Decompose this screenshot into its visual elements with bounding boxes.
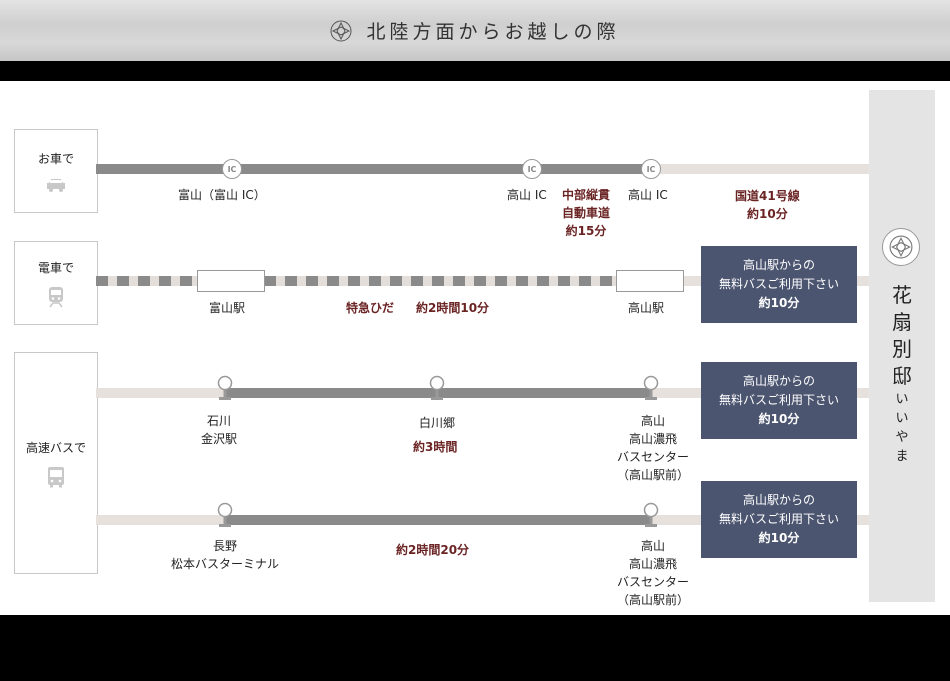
takayama-ic-label: 高山 IC	[507, 188, 547, 202]
station-marker-icon	[197, 270, 265, 292]
page-title: 北陸方面からお越しの際	[366, 21, 620, 43]
category-train-label: 電車で	[37, 260, 74, 275]
connector-line	[857, 388, 869, 398]
header-banner: 北陸方面からお越しの際	[0, 0, 950, 61]
bus1-origin-label: 石川 金沢駅	[201, 414, 238, 446]
category-bus: 高速バスで	[14, 352, 98, 574]
ic-marker-icon: IC	[641, 159, 661, 179]
bus1-time-label: 約3時間	[413, 440, 458, 454]
route-panel: お車で IC IC IC 富山（富山 IC） 高山 IC 中部縦貫 自動車道 約…	[0, 81, 950, 615]
ic-marker-icon: IC	[222, 159, 242, 179]
bus-stop-pin-icon	[217, 375, 233, 400]
limited-express-label: 特急ひだ	[346, 301, 395, 315]
bus2-route-line-start	[96, 515, 225, 525]
toyama-station-label: 富山駅	[209, 301, 246, 315]
category-car-label: お車で	[37, 151, 74, 166]
ic-marker-icon: IC	[522, 159, 542, 179]
car-route-line-national	[651, 164, 869, 174]
route41-label: 国道41号線 約10分	[735, 189, 800, 221]
takayama-station-label: 高山駅	[628, 301, 665, 315]
bus2-time-label: 約2時間20分	[396, 543, 470, 557]
station-marker-icon	[616, 270, 684, 292]
bus-stop-pin-icon	[643, 375, 659, 400]
bus-stop-pin-icon	[217, 502, 233, 527]
category-bus-label: 高速バスで	[25, 440, 86, 455]
bus-icon	[48, 466, 64, 487]
destination-name: 花扇別邸	[892, 283, 912, 388]
connector-line	[857, 276, 869, 286]
bus2-route-line	[225, 515, 651, 525]
shuttle-box-bus1: 高山駅からの 無料バスご利用下さい 約10分	[701, 362, 857, 439]
train-time-label: 約2時間10分	[416, 301, 490, 315]
car-icon	[47, 178, 65, 192]
bus1-route-line-end	[651, 388, 701, 398]
category-train: 電車で	[14, 241, 98, 325]
bus1-dest-label: 高山 高山濃飛 バスセンター （高山駅前）	[616, 414, 689, 482]
connector-line	[857, 515, 869, 525]
crest-icon	[882, 228, 920, 266]
bus2-dest-label: 高山 高山濃飛 バスセンター （高山駅前）	[616, 539, 689, 607]
takayama-ic-label-2: 高山 IC	[628, 188, 668, 202]
car-route-line	[96, 164, 651, 174]
bus-stop-pin-icon	[429, 375, 445, 400]
shuttle-box-train: 高山駅からの 無料バスご利用下さい 約10分	[701, 246, 857, 323]
bus2-origin-label: 長野 松本バスターミナル	[170, 539, 279, 571]
train-route-line	[96, 276, 651, 286]
bus2-route-line-end	[651, 515, 701, 525]
bus1-route-line-start	[96, 388, 225, 398]
toyama-ic-label: 富山（富山 IC）	[178, 188, 266, 202]
expressway-label: 中部縦貫 自動車道 約15分	[562, 188, 611, 238]
bus-stop-pin-icon	[643, 502, 659, 527]
bus1-via-label: 白川郷	[419, 416, 456, 430]
train-icon	[49, 286, 63, 307]
crest-icon	[330, 20, 352, 41]
category-car: お車で	[14, 129, 98, 213]
destination-kana: いいやま	[895, 392, 909, 464]
destination-panel: 花扇別邸 いいやま	[869, 90, 935, 602]
shuttle-box-bus2: 高山駅からの 無料バスご利用下さい 約10分	[701, 481, 857, 558]
